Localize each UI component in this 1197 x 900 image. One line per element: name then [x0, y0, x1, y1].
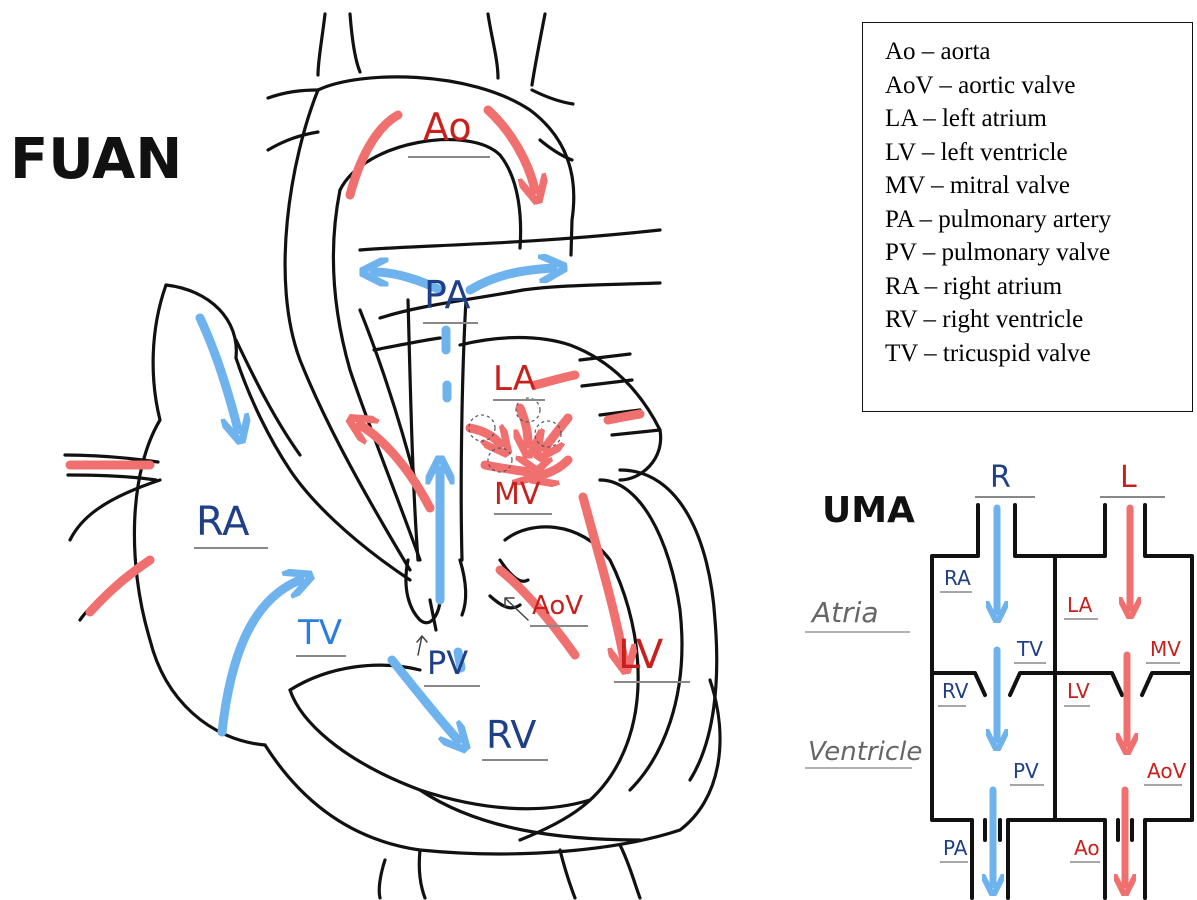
legend-item-mv: MV – mitral valve	[885, 169, 1192, 203]
label-mv: MV	[494, 477, 541, 512]
uma-schematic: UMA R L Atria Ventricle	[805, 460, 1192, 898]
aorta-flow-left-arrow	[350, 115, 398, 195]
schema-lv: LV	[1067, 679, 1090, 703]
schema-ao: Ao	[1074, 836, 1100, 860]
la-swirl-arrow-5	[542, 460, 568, 475]
label-ao: Ao	[423, 105, 472, 149]
label-aov: AoV	[532, 591, 583, 621]
la-swirl-arrow-3	[545, 418, 568, 448]
schema-mv: MV	[1150, 637, 1181, 661]
row-atria-label: Atria	[810, 596, 879, 629]
schema-ra: RA	[944, 566, 971, 590]
la-swirl-arrow-1	[470, 428, 500, 444]
schema-la: LA	[1067, 593, 1093, 617]
la-inflow-arrow-1	[535, 375, 575, 385]
legend-item-lv: LV – left ventricle	[885, 136, 1192, 170]
ra-to-tv-arrow	[222, 580, 300, 732]
label-lv: LV	[618, 632, 664, 678]
legend-item-pa: PA – pulmonary artery	[885, 203, 1192, 237]
label-rv: RV	[486, 713, 536, 757]
label-tv: TV	[297, 613, 342, 653]
schema-rv: RV	[942, 679, 969, 703]
svc-inflow-arrow	[200, 318, 238, 430]
uma-title: UMA	[822, 490, 915, 531]
legend-item-pv: PV – pulmonary valve	[885, 236, 1192, 270]
schema-pa: PA	[943, 836, 968, 860]
schematic-boxes	[932, 505, 1192, 898]
schema-aov: AoV	[1147, 759, 1187, 783]
la-swirl-arrow-2	[520, 408, 528, 444]
col-left-label: L	[1120, 460, 1137, 495]
legend-item-aov: AoV – aortic valve	[885, 69, 1192, 103]
heart-labels: FUAN Ao PA LA MV RA TV PV AoV RV LV	[10, 105, 690, 760]
label-pa: PA	[424, 273, 470, 317]
label-ra: RA	[196, 499, 250, 545]
schema-pv: PV	[1013, 759, 1039, 783]
abbreviation-legend: Ao – aorta AoV – aortic valve LA – left …	[862, 22, 1193, 412]
legend-item-ra: RA – right atrium	[885, 270, 1192, 304]
la-swirl-arrow-4	[485, 465, 528, 472]
row-ventricle-label: Ventricle	[808, 737, 922, 767]
legend-item-tv: TV – tricuspid valve	[885, 337, 1192, 371]
legend-item-la: LA – left atrium	[885, 102, 1192, 136]
label-pv: PV	[427, 644, 468, 682]
legend-item-ao: Ao – aorta	[885, 35, 1192, 69]
la-inflow-arrow-2	[608, 414, 640, 420]
fuan-title: FUAN	[10, 127, 182, 192]
schematic-labels: RA LA TV MV RV LV PV AoV PA Ao	[938, 566, 1187, 862]
label-la: LA	[493, 359, 536, 399]
schema-tv: TV	[1016, 637, 1043, 661]
legend-item-rv: RV – right ventricle	[885, 303, 1192, 337]
col-right-label: R	[990, 460, 1011, 495]
schematic-arrows	[993, 508, 1130, 885]
